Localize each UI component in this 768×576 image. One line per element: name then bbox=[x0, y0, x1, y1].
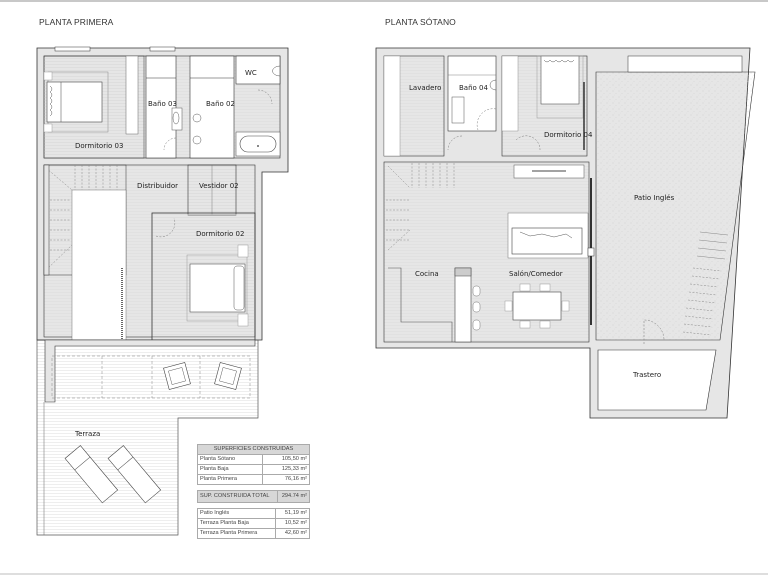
sofa bbox=[511, 227, 583, 255]
label-dormitorio-02: Dormitorio 02 bbox=[196, 230, 244, 238]
row-value: 76,16 m² bbox=[262, 474, 310, 485]
sunbed-1 bbox=[64, 445, 119, 504]
row-value: 51,19 m² bbox=[275, 508, 310, 519]
row-value: 105,50 m² bbox=[262, 454, 310, 465]
total-label: SUP. CONSTRUIDA TOTAL bbox=[197, 490, 278, 503]
label-terraza: Terraza bbox=[74, 430, 100, 438]
plan-title-primera: PLANTA PRIMERA bbox=[39, 17, 114, 27]
plan-sotano: Lavadero Baño 04 Dormitorio 04 Patio Ing… bbox=[375, 47, 756, 419]
top-border-line bbox=[0, 0, 768, 2]
row-value: 125,33 m² bbox=[262, 464, 310, 475]
bano-04-room bbox=[447, 55, 497, 132]
row-label: Planta Baja bbox=[196, 464, 264, 475]
bottom-border-line bbox=[0, 573, 768, 575]
row-label: Terraza Planta Primera bbox=[196, 528, 277, 539]
row-value: 10,52 m² bbox=[275, 518, 310, 529]
kitchen-island bbox=[454, 267, 472, 343]
plan-primera: Dormitorio 03 Baño 03 Baño 02 WC Distrib… bbox=[36, 46, 289, 536]
trastero-room bbox=[597, 349, 717, 411]
dining-table bbox=[512, 291, 562, 321]
label-wc: WC bbox=[245, 69, 257, 77]
label-trastero: Trastero bbox=[632, 371, 661, 379]
label-vestidor-02: Vestidor 02 bbox=[199, 182, 239, 190]
row-label: Planta Sótano bbox=[196, 454, 264, 465]
sunbed-2 bbox=[107, 445, 162, 504]
label-bano-03: Baño 03 bbox=[148, 100, 177, 108]
total-value: 294.74 m² bbox=[276, 490, 311, 503]
row-label: Planta Primera bbox=[196, 474, 264, 485]
label-bano-04: Baño 04 bbox=[459, 84, 488, 92]
row-label: Terraza Planta Baja bbox=[196, 518, 277, 529]
plan-title-sotano: PLANTA SÓTANO bbox=[385, 17, 456, 27]
label-dormitorio-03: Dormitorio 03 bbox=[75, 142, 123, 150]
bed-dormitorio-04 bbox=[540, 55, 580, 105]
armchair-1 bbox=[163, 362, 191, 390]
label-patio-ingles: Patio Inglés bbox=[634, 194, 675, 202]
row-value: 42,60 m² bbox=[275, 528, 310, 539]
armchair-2 bbox=[214, 362, 242, 390]
label-salon-comedor: Salón/Comedor bbox=[509, 270, 563, 278]
bed-dormitorio-03 bbox=[46, 81, 103, 123]
label-cocina: Cocina bbox=[415, 270, 439, 278]
label-lavadero: Lavadero bbox=[409, 84, 441, 92]
label-bano-02: Baño 02 bbox=[206, 100, 235, 108]
row-label: Patio Inglés bbox=[196, 508, 277, 519]
bathtub bbox=[239, 135, 277, 153]
surfaces-table-header: SUPERFICIES CONSTRUIDAS bbox=[197, 444, 310, 455]
label-dormitorio-04: Dormitorio 04 bbox=[544, 131, 593, 139]
label-distribuidor: Distribuidor bbox=[137, 182, 178, 190]
